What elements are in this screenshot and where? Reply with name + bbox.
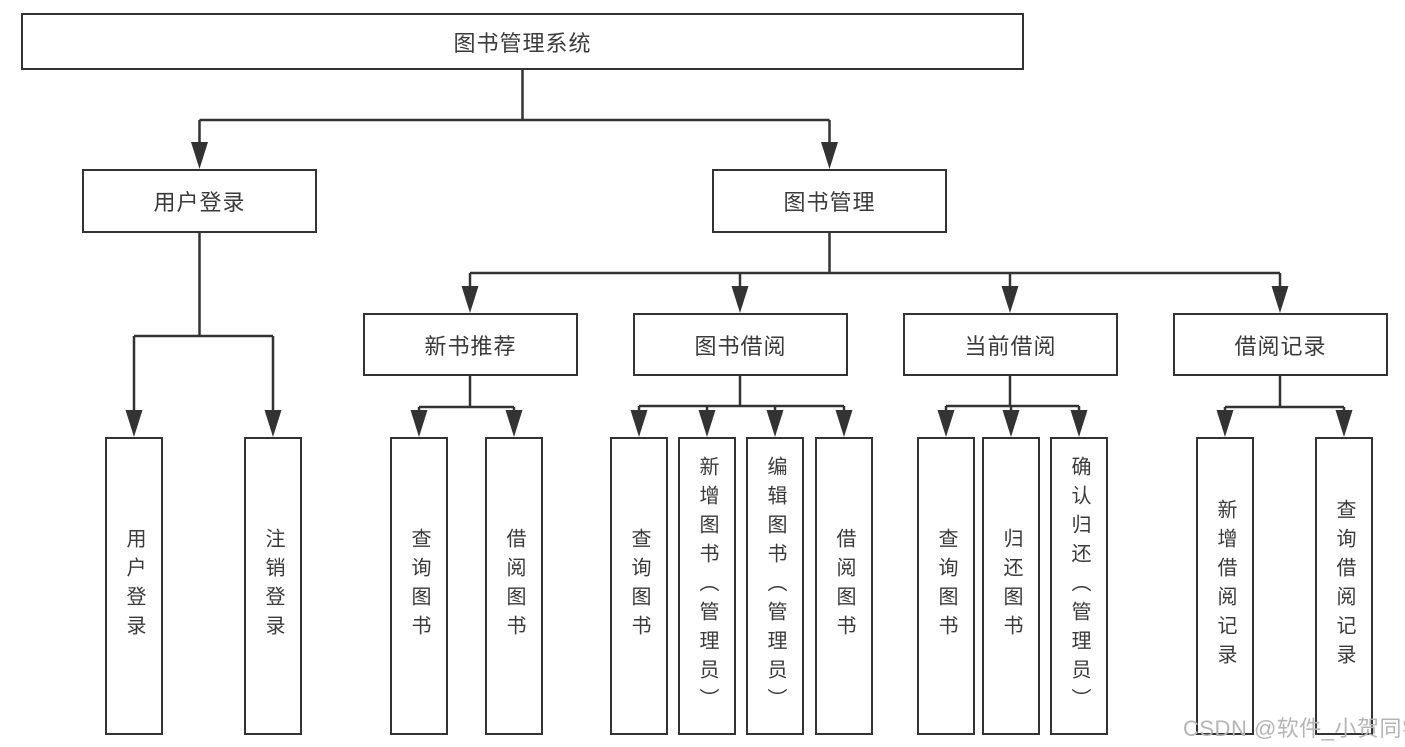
arrowhead (1001, 286, 1019, 313)
leaf-book-borrowing-1: 新增图书（管理员） (678, 437, 736, 735)
arrowhead (698, 410, 716, 437)
leaf-label: 借阅图书 (503, 528, 525, 644)
node-user-login: 用户登录 (82, 169, 317, 233)
arrowhead (461, 286, 479, 313)
connector-book-borrowing-to-leaves (630, 376, 853, 437)
arrowhead (264, 410, 282, 437)
connector-borrowing-records-to-leaves (1216, 376, 1353, 437)
leaf-borrowing-records-1: 查询借阅记录 (1315, 437, 1373, 735)
connector-root-to-level2 (191, 69, 838, 169)
connector-current-borrowing-to-leaves (937, 376, 1088, 437)
node-new-book-recommend-label: 新书推荐 (424, 333, 517, 359)
leaf-user-login-0: 用户登录 (105, 437, 163, 735)
leaf-label: 编辑图书（管理员） (764, 455, 786, 717)
arrowhead (410, 410, 428, 437)
node-current-borrowing: 当前借阅 (903, 313, 1118, 376)
leaf-current-borrowing-1: 归还图书 (982, 437, 1040, 735)
leaf-label: 查询图书 (628, 528, 650, 644)
leaf-new-book-recommend-1: 借阅图书 (485, 437, 543, 735)
arrowhead (125, 410, 143, 437)
arrowhead (505, 410, 523, 437)
arrowhead (1070, 410, 1088, 437)
node-borrowing-records: 借阅记录 (1173, 313, 1388, 376)
arrowhead (1002, 410, 1020, 437)
arrowhead (835, 410, 853, 437)
arrowhead (630, 410, 648, 437)
node-new-book-recommend: 新书推荐 (363, 313, 578, 376)
node-root: 图书管理系统 (21, 13, 1024, 70)
leaf-label: 用户登录 (123, 528, 145, 644)
node-book-borrowing-label: 图书借阅 (694, 333, 787, 359)
leaf-new-book-recommend-0: 查询图书 (390, 437, 448, 735)
leaf-label: 查询借阅记录 (1333, 499, 1355, 673)
leaf-label: 查询图书 (408, 528, 430, 644)
arrowhead (937, 410, 955, 437)
leaf-label: 借阅图书 (833, 528, 855, 644)
arrowhead (1271, 286, 1289, 313)
leaf-label: 确认归还（管理员） (1068, 455, 1090, 717)
node-root-label: 图书管理系统 (453, 30, 592, 56)
leaf-borrowing-records-0: 新增借阅记录 (1196, 437, 1254, 735)
leaf-current-borrowing-0: 查询图书 (917, 437, 975, 735)
leaf-book-borrowing-0: 查询图书 (610, 437, 668, 735)
node-book-borrowing: 图书借阅 (633, 313, 848, 376)
leaf-label: 归还图书 (1000, 528, 1022, 644)
connector-user-login-to-leaves (125, 233, 282, 437)
node-current-borrowing-label: 当前借阅 (964, 333, 1057, 359)
node-book-management: 图书管理 (712, 169, 947, 233)
leaf-label: 注销登录 (262, 528, 284, 644)
leaf-current-borrowing-2: 确认归还（管理员） (1050, 437, 1108, 735)
watermark-text: CSDN @软件_小贺同学 (1183, 716, 1405, 741)
connector-new-book-recommend-to-leaves (410, 376, 523, 437)
node-book-management-label: 图书管理 (783, 190, 876, 215)
connector-book-management-to-level3 (461, 233, 1289, 313)
arrowhead (1216, 410, 1234, 437)
arrowhead (821, 142, 838, 169)
arrowhead (766, 410, 784, 437)
leaf-label: 新增图书（管理员） (696, 455, 718, 717)
leaf-label: 新增借阅记录 (1214, 499, 1236, 673)
leaf-label: 查询图书 (935, 528, 957, 644)
leaf-book-borrowing-3: 借阅图书 (815, 437, 873, 735)
node-borrowing-records-label: 借阅记录 (1234, 333, 1327, 359)
leaf-user-login-1: 注销登录 (244, 437, 302, 735)
arrowhead (1335, 410, 1353, 437)
leaf-book-borrowing-2: 编辑图书（管理员） (746, 437, 804, 735)
node-user-login-label: 用户登录 (153, 190, 246, 215)
arrowhead (731, 286, 749, 313)
arrowhead (191, 142, 208, 169)
